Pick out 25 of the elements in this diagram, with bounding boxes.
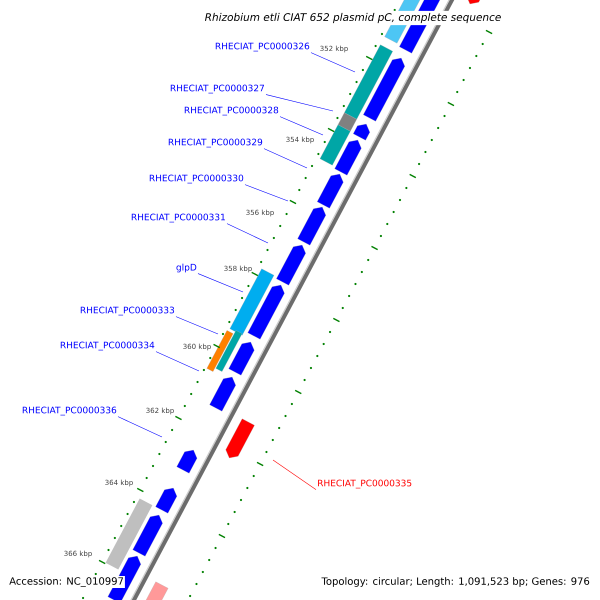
- gene-label: RHECIAT_PC0000335: [318, 480, 412, 488]
- leader-line: [266, 94, 334, 112]
- leader-line: [198, 273, 244, 292]
- leader-line: [264, 148, 308, 168]
- summary-label: Topology: circular; Length: 1,091,523 bp; Genes: 976: [320, 576, 591, 588]
- accession-label: Accession: NC_010997: [8, 576, 125, 588]
- leader-line: [310, 52, 356, 72]
- leader-line: [226, 223, 268, 244]
- gene-label: RHECIAT_PC0000326: [216, 42, 310, 52]
- leader-line: [244, 184, 288, 202]
- gene-label: RHECIAT_PC0000327: [170, 84, 264, 94]
- gene-label: RHECIAT_PC0000333: [80, 306, 174, 316]
- gene-label: RHECIAT_PC0000328: [184, 106, 278, 116]
- gene-label: RHECIAT_PC0000331: [132, 214, 225, 222]
- gene-label: glpD: [176, 264, 196, 272]
- gene-label: RHECIAT_PC0000334: [60, 342, 154, 350]
- leader-line: [176, 316, 218, 334]
- map-title: Rhizobium etli CIAT 652 plasmid pC, complete sequence: [202, 10, 504, 26]
- leader-line: [156, 351, 200, 372]
- gene-label: RHECIAT_PC0000336: [22, 406, 116, 416]
- leader-line: [280, 116, 324, 136]
- gene-label: RHECIAT_PC0000329: [168, 138, 262, 148]
- leader-line: [272, 460, 316, 490]
- leader-line: [118, 416, 162, 438]
- gene-label: RHECIAT_PC0000330: [150, 174, 244, 184]
